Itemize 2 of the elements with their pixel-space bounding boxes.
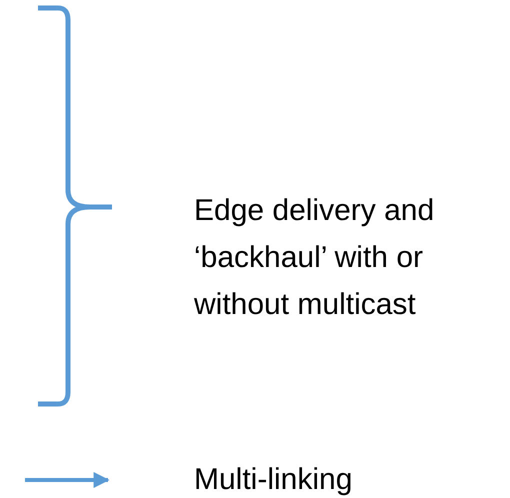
legend-text: Multi-linking: [194, 462, 354, 498]
legend-text: Edge delivery and ‘backhaul’ with or without multicast: [194, 193, 436, 323]
